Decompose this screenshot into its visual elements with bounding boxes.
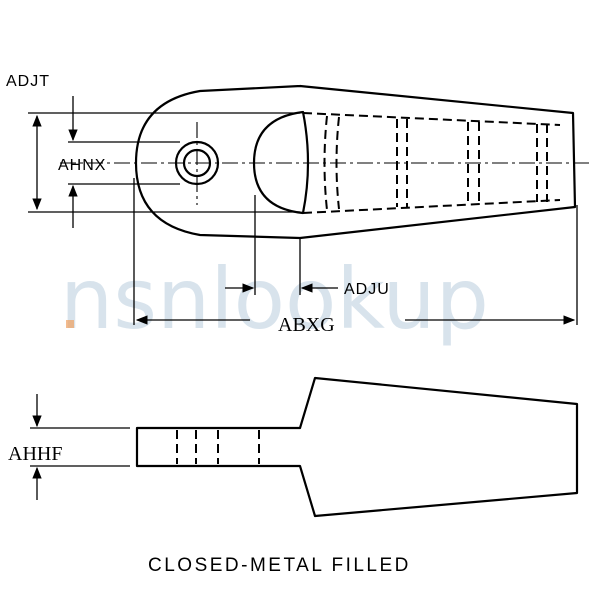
- label-abxg: ABXG: [278, 314, 335, 336]
- top-view: ADJT AHNX ADJU ABXG: [6, 73, 590, 336]
- label-ahnx: AHNX: [58, 157, 106, 174]
- terminal-outline-side: [135, 376, 579, 518]
- watermark-dot: [66, 320, 74, 328]
- label-adjt: ADJT: [6, 73, 50, 90]
- side-view: AHHF: [8, 376, 579, 518]
- hidden-line-top: [302, 112, 561, 126]
- label-ahhf: AHHF: [8, 443, 62, 465]
- terminal-outline-top: [134, 84, 577, 240]
- hidden-line-bottom: [302, 199, 561, 214]
- label-adju: ADJU: [344, 281, 390, 298]
- drawing-caption: CLOSED-METAL FILLED: [148, 555, 411, 576]
- watermark-text: nsnlookup: [60, 250, 489, 348]
- barrel-entry-arc: [252, 110, 310, 215]
- tongue-hidden-lines: [176, 430, 260, 464]
